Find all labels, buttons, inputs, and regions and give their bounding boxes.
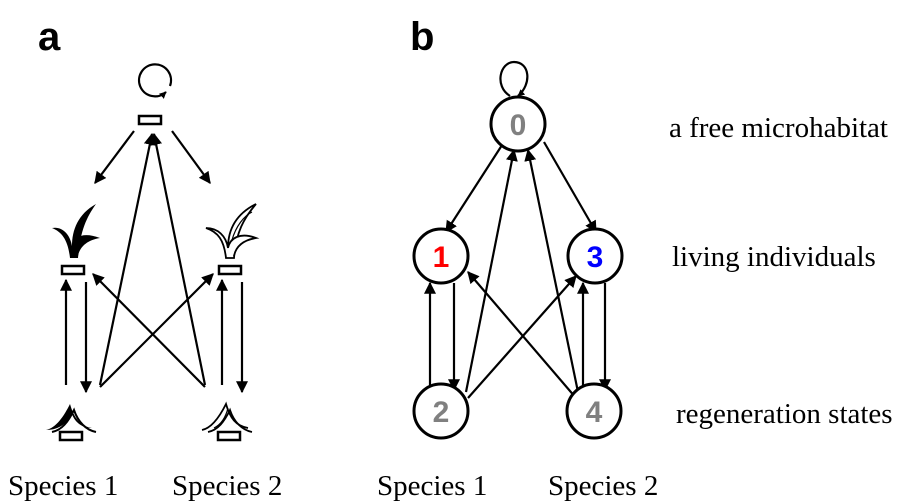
edge-b-4-to-0 — [524, 148, 580, 393]
edge-a-sp2-seed-to-free — [150, 132, 207, 386]
node-0: 0 — [489, 95, 547, 153]
edge-a-free-to-sp2 — [171, 130, 211, 184]
node-2-label: 2 — [433, 396, 450, 429]
node-4-label: 4 — [586, 396, 603, 429]
self-loop-node-0 — [499, 60, 529, 97]
edge-a-sp1-seed-to-free — [98, 132, 156, 386]
edge-a-sp2-seed-to-sp1 — [92, 273, 206, 388]
edge-b-2-to-3 — [467, 275, 577, 399]
edge-b-0-to-1 — [445, 141, 505, 234]
node-2: 2 — [412, 382, 470, 440]
node-3: 3 — [566, 227, 624, 285]
row-label-regeneration: regeneration states — [676, 398, 893, 430]
edge-b-0-to-3 — [543, 141, 597, 234]
edge-b-4-to-1 — [467, 271, 577, 399]
outline-sprout-icon — [201, 401, 253, 442]
node-0-label: 0 — [510, 109, 527, 142]
empty-microhabitat-icon — [137, 114, 163, 126]
species-label-b-left: Species 1 — [377, 470, 487, 502]
row-label-living: living individuals — [672, 241, 876, 273]
edge-a-free-to-sp1 — [94, 130, 135, 184]
self-loop-a — [137, 63, 173, 99]
species-label-a-right: Species 2 — [172, 470, 282, 502]
node-1: 1 — [412, 227, 470, 285]
node-3-label: 3 — [587, 241, 604, 274]
black-sprout-icon — [46, 404, 97, 442]
node-4: 4 — [565, 382, 623, 440]
species-label-b-right: Species 2 — [548, 470, 658, 502]
node-1-label: 1 — [433, 241, 450, 274]
edge-b-2-to-0 — [464, 148, 518, 393]
panel-a-letter: a — [38, 15, 61, 59]
black-plant-icon — [52, 204, 100, 276]
edge-a-sp1-seed-to-sp2 — [99, 273, 214, 388]
outline-plant-icon — [205, 203, 260, 276]
species-label-a-left: Species 1 — [8, 470, 118, 502]
row-label-free: a free microhabitat — [669, 112, 888, 144]
panel-b-letter: b — [410, 15, 434, 59]
